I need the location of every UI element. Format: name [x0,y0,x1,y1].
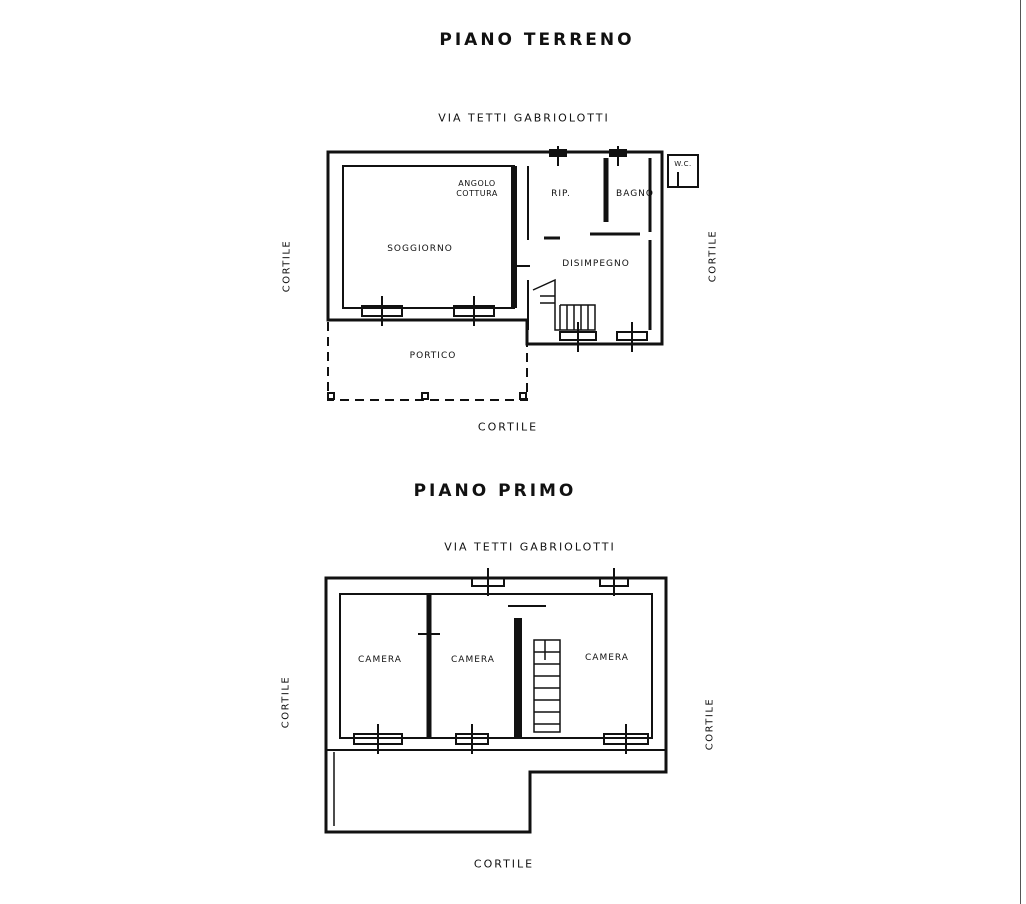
ground-stairs [532,278,596,331]
ground-portico-pillar-1 [327,392,335,400]
room-angolo-line1: ANGOLO [458,179,496,188]
room-angolo-line2: COTTURA [456,189,498,198]
room-rip: RIP. [551,189,571,199]
ground-floor-title: PIANO TERRENO [439,30,635,50]
room-camera-3: CAMERA [585,653,629,663]
room-portico: PORTICO [409,351,457,361]
room-bagno: BAGNO [616,189,654,199]
room-camera-2: CAMERA [451,655,495,665]
ground-courtyard-bottom: CORTILE [477,420,539,434]
ground-courtyard-left: CORTILE [281,239,293,293]
ground-portico-pillar-3 [519,392,527,400]
first-street-label: VIA TETTI GABRIOLOTTI [444,540,616,554]
first-outer-wall [324,576,668,834]
first-windows [353,568,649,754]
first-inner-wall [339,593,653,739]
first-courtyard-bottom: CORTILE [473,857,535,871]
first-courtyard-left: CORTILE [280,675,292,729]
room-angolo-cottura: ANGOLO COTTURA [456,179,498,199]
room-soggiorno: SOGGIORNO [387,244,453,254]
room-disimpegno: DISIMPEGNO [562,259,630,269]
ground-portico-outline [327,322,528,401]
first-stairs [533,639,561,733]
ground-wc-annex [667,154,699,188]
first-floor-title: PIANO PRIMO [413,481,577,501]
first-courtyard-right: CORTILE [704,697,716,751]
ground-portico-pillar-2 [421,392,429,400]
ground-street-label: VIA TETTI GABRIOLOTTI [438,111,610,125]
ground-windows [361,146,648,352]
page-edge-rule [1020,0,1021,904]
room-wc: W.C. [674,160,692,168]
room-camera-1: CAMERA [358,655,402,665]
ground-courtyard-right: CORTILE [707,229,719,283]
